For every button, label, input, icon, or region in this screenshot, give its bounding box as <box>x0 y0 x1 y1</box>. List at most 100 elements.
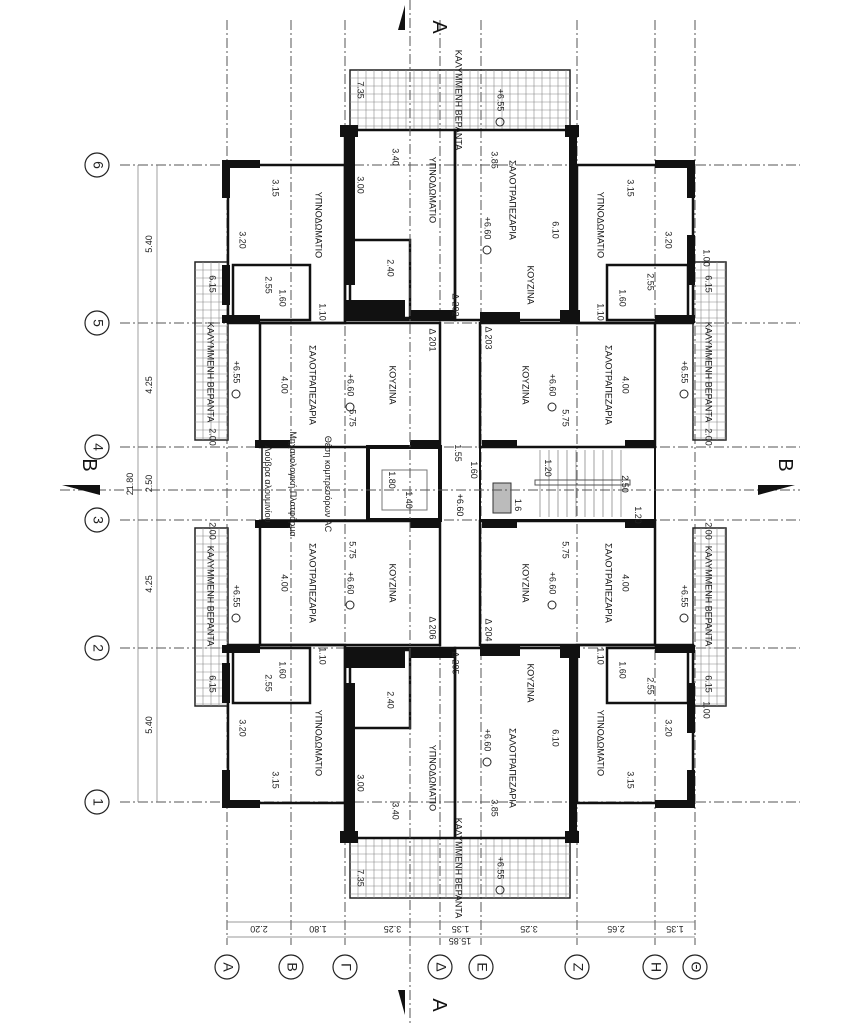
wall-column <box>655 645 695 653</box>
grid-label-column: Θ <box>688 962 704 973</box>
level-marker-icon <box>345 600 355 610</box>
level-label: +6.60 <box>346 374 356 397</box>
room-bathroom <box>231 263 312 322</box>
wall-column <box>625 520 655 528</box>
dimension-value: 1.00 <box>702 701 712 719</box>
section-label-a-bottom: A <box>428 998 450 1012</box>
dimension-value: 6.15 <box>208 275 218 293</box>
wall-column <box>255 520 290 528</box>
level-marker-icon <box>231 389 241 399</box>
dimension-value: 3.40 <box>391 148 401 166</box>
dimension-total: 21.80 <box>125 473 135 496</box>
room-label-bedroom: ΥΠΝΟΔΩΜΑΤΙΟ <box>428 745 438 811</box>
dimension-value: 2.40 <box>386 259 396 277</box>
dimension-value: 3.85 <box>490 799 500 817</box>
dimension-value: 5.75 <box>561 409 571 427</box>
wall-column <box>345 125 355 285</box>
room-labels: ΥΠΝΟΔΩΜΑΤΙΟ3.203.152.551.601.10ΣΑΛΟΤΡΑΠΕ… <box>206 50 714 919</box>
wall-column <box>687 160 695 198</box>
grid-bubble <box>564 954 590 980</box>
dimension-value: 3.00 <box>356 774 366 792</box>
section-arrow-b-icon <box>758 485 795 495</box>
level-marker-icon <box>495 885 505 895</box>
dimension-value: 5.40 <box>144 235 154 253</box>
dimension-value: 1.55 <box>453 444 463 462</box>
dimension-value: 3.85 <box>490 151 500 169</box>
wall-column <box>222 315 260 323</box>
door-tag: Δ 206 <box>428 616 438 639</box>
wall-column <box>345 300 405 320</box>
section-label-b: B <box>774 458 796 471</box>
dimension-value: 7.35 <box>356 81 366 99</box>
wall-column <box>482 520 517 528</box>
grid-bubble <box>332 954 358 980</box>
level-label: +6.55 <box>232 361 242 384</box>
grid-label-column: H <box>648 962 664 972</box>
room-label-living-dining: ΣΑΛΟΤΡΑΠΕΖΑΡΙΑ <box>604 345 614 425</box>
dimension-value: 2.00 <box>208 522 218 540</box>
wall-column <box>687 683 695 733</box>
lift-shaft <box>366 445 442 522</box>
room-label-kitchen: ΚΟΥΖΙΝΑ <box>388 366 398 405</box>
wall-column <box>569 648 577 843</box>
dimension-value: 2.55 <box>646 273 656 291</box>
grid-label-column: E <box>474 962 490 971</box>
dimension-value: 2.00 <box>704 428 714 446</box>
dimension-value: 3.15 <box>626 771 636 789</box>
balconies <box>194 69 727 899</box>
stair-well <box>479 446 656 521</box>
wall-column <box>222 663 230 703</box>
dimension-value: 6.15 <box>208 675 218 693</box>
level-marker-icon <box>679 389 689 399</box>
balcony-outline <box>194 261 229 441</box>
dimension-value: 2.50 <box>620 475 630 493</box>
dimension-value: 1.60 <box>618 289 628 307</box>
mechanical-platform <box>261 446 369 521</box>
grid-bubble <box>84 789 110 815</box>
stair-handrail <box>534 479 631 486</box>
grid-bubble <box>84 507 110 533</box>
room-label-kitchen: ΚΟΥΖΙΝΑ <box>388 564 398 603</box>
room-label-living-dining: ΣΑΛΟΤΡΑΠΕΖΑΡΙΑ <box>308 345 318 425</box>
dimension-value: 1.10 <box>318 647 328 665</box>
room-bathroom <box>605 263 690 322</box>
grid-bubble <box>84 434 110 460</box>
wall-column <box>655 800 695 808</box>
room-label-living-dining: ΣΑΛΟΤΡΑΠΕΖΑΡΙΑ <box>508 728 518 808</box>
dimension-value: 4.00 <box>621 376 631 394</box>
dimension-value: 2.55 <box>264 276 274 294</box>
wall-column <box>687 235 695 285</box>
room-label-kitchen: ΚΟΥΖΙΝΑ <box>521 564 531 603</box>
grid-label-row: 1 <box>90 798 106 806</box>
level-marker-icon <box>482 757 492 767</box>
wall-column <box>569 125 577 320</box>
room-label-covered-veranda: ΚΑΛΥΜΜΕΝΗ ΒΕΡΑΝΤΑ <box>704 546 714 647</box>
grid-label-column: B <box>284 962 300 971</box>
section-arrow-b-icon <box>62 485 100 495</box>
dimension-value: 2.65 <box>607 924 625 934</box>
dimension-value: 1.60 <box>469 461 479 479</box>
level-label: +6.60 <box>346 572 356 595</box>
dimension-value: 1.20 <box>543 459 553 477</box>
level-marker-icon <box>547 402 557 412</box>
dimension-value: 5.40 <box>144 716 154 734</box>
dimension-value: 5.75 <box>348 409 358 427</box>
section-arrow-a-icon <box>398 990 405 1015</box>
dimension-value: 3.15 <box>271 771 281 789</box>
door-tag: Δ 203 <box>484 326 494 349</box>
wall-column <box>345 683 355 843</box>
dimension-value: 1.10 <box>596 303 606 321</box>
dimension-value: 1.40 <box>404 491 414 509</box>
room-label-living-dining: ΣΑΛΟΤΡΑΠΕΖΑΡΙΑ <box>508 160 518 240</box>
level-marker-icon <box>679 613 689 623</box>
dimension-value: 2.00 <box>704 522 714 540</box>
room-label-kitchen: ΚΟΥΖΙΝΑ <box>521 366 531 405</box>
level-label: +6.55 <box>496 857 506 880</box>
dimension-value: 3.00 <box>356 176 366 194</box>
dimension-value: 6.15 <box>704 675 714 693</box>
dimension-value: 4.25 <box>144 376 154 394</box>
wall-column <box>222 265 230 305</box>
louvre-label: Λούβρα αλουμινίου <box>263 445 273 522</box>
